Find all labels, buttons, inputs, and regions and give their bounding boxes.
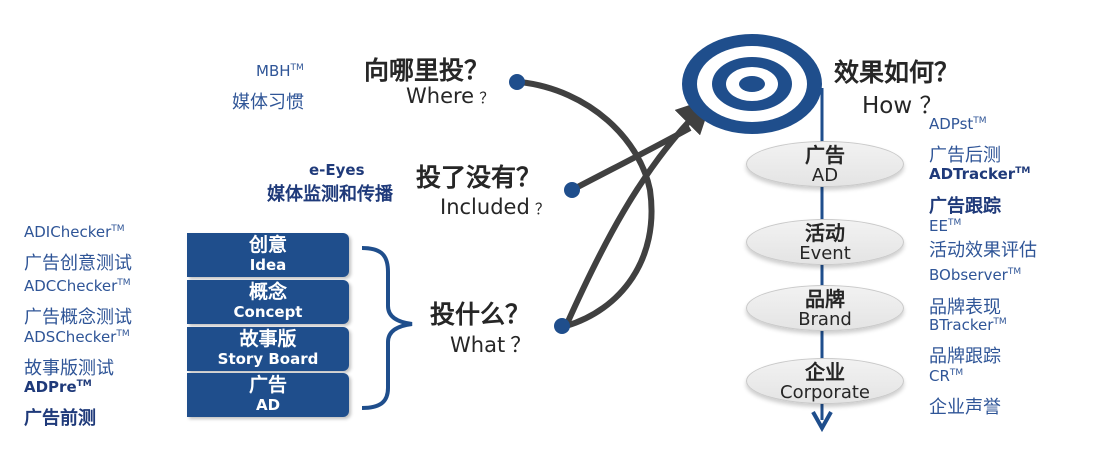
question-included-zh: 投了没有？ [416,163,542,192]
product-adpst-desc: 广告后测 [929,145,1001,166]
product-cr: CRTM [929,367,964,385]
product-adcchecker: ADCCheckerTM [24,277,131,295]
product-btracker: BTrackerTM [929,316,1007,334]
product-bobserver: BObserverTM [929,266,1022,284]
product-cr-desc: 企业声誉 [929,397,1001,418]
product-adichecker-desc: 广告创意测试 [24,253,132,274]
product-adichecker: ADICheckerTM [24,223,125,241]
question-where-zh: 向哪里投？ [364,56,490,85]
effect-question-zh: 效果如何？ [834,58,960,87]
product-adpst: ADPstTM [929,115,987,133]
product-adtracker-desc: 广告跟踪 [929,196,1001,217]
effect-question-en: How ？ [862,93,943,119]
product-adcchecker-desc: 广告概念测试 [24,307,132,328]
media-habit-label: 媒体习惯 [232,92,304,113]
question-where-en: Where ？ [406,84,495,108]
axis-down-arrow-icon [811,411,833,433]
product-adschecker: ADSCheckerTM [24,328,130,346]
stack-bracket [361,246,413,410]
product-ee: EETM [929,217,962,235]
what-arrow [563,97,713,328]
eeyes-desc: 媒体监测和传播 [267,184,393,205]
where-arrow [519,79,655,329]
product-adpre-desc: 广告前测 [24,408,96,429]
what-dot [554,318,570,334]
product-btracker-desc: 品牌跟踪 [929,346,1001,367]
target-icon [682,34,822,134]
question-what-en: What ？ [450,333,532,357]
product-adtracker: ADTrackerTM [929,165,1031,183]
included-dot [564,182,580,198]
question-what-zh: 投什么？ [430,300,531,329]
question-included-en: Included ？ [440,195,550,219]
product-adpre: ADPreTM [24,378,92,396]
mbh-label: MBHTM [256,62,304,80]
eeyes-label: e-Eyes [309,161,365,179]
product-ee-desc: 活动效果评估 [929,240,1037,261]
product-adschecker-desc: 故事版测试 [24,358,114,379]
where-dot [509,74,525,90]
product-bobserver-desc: 品牌表现 [929,297,1001,318]
